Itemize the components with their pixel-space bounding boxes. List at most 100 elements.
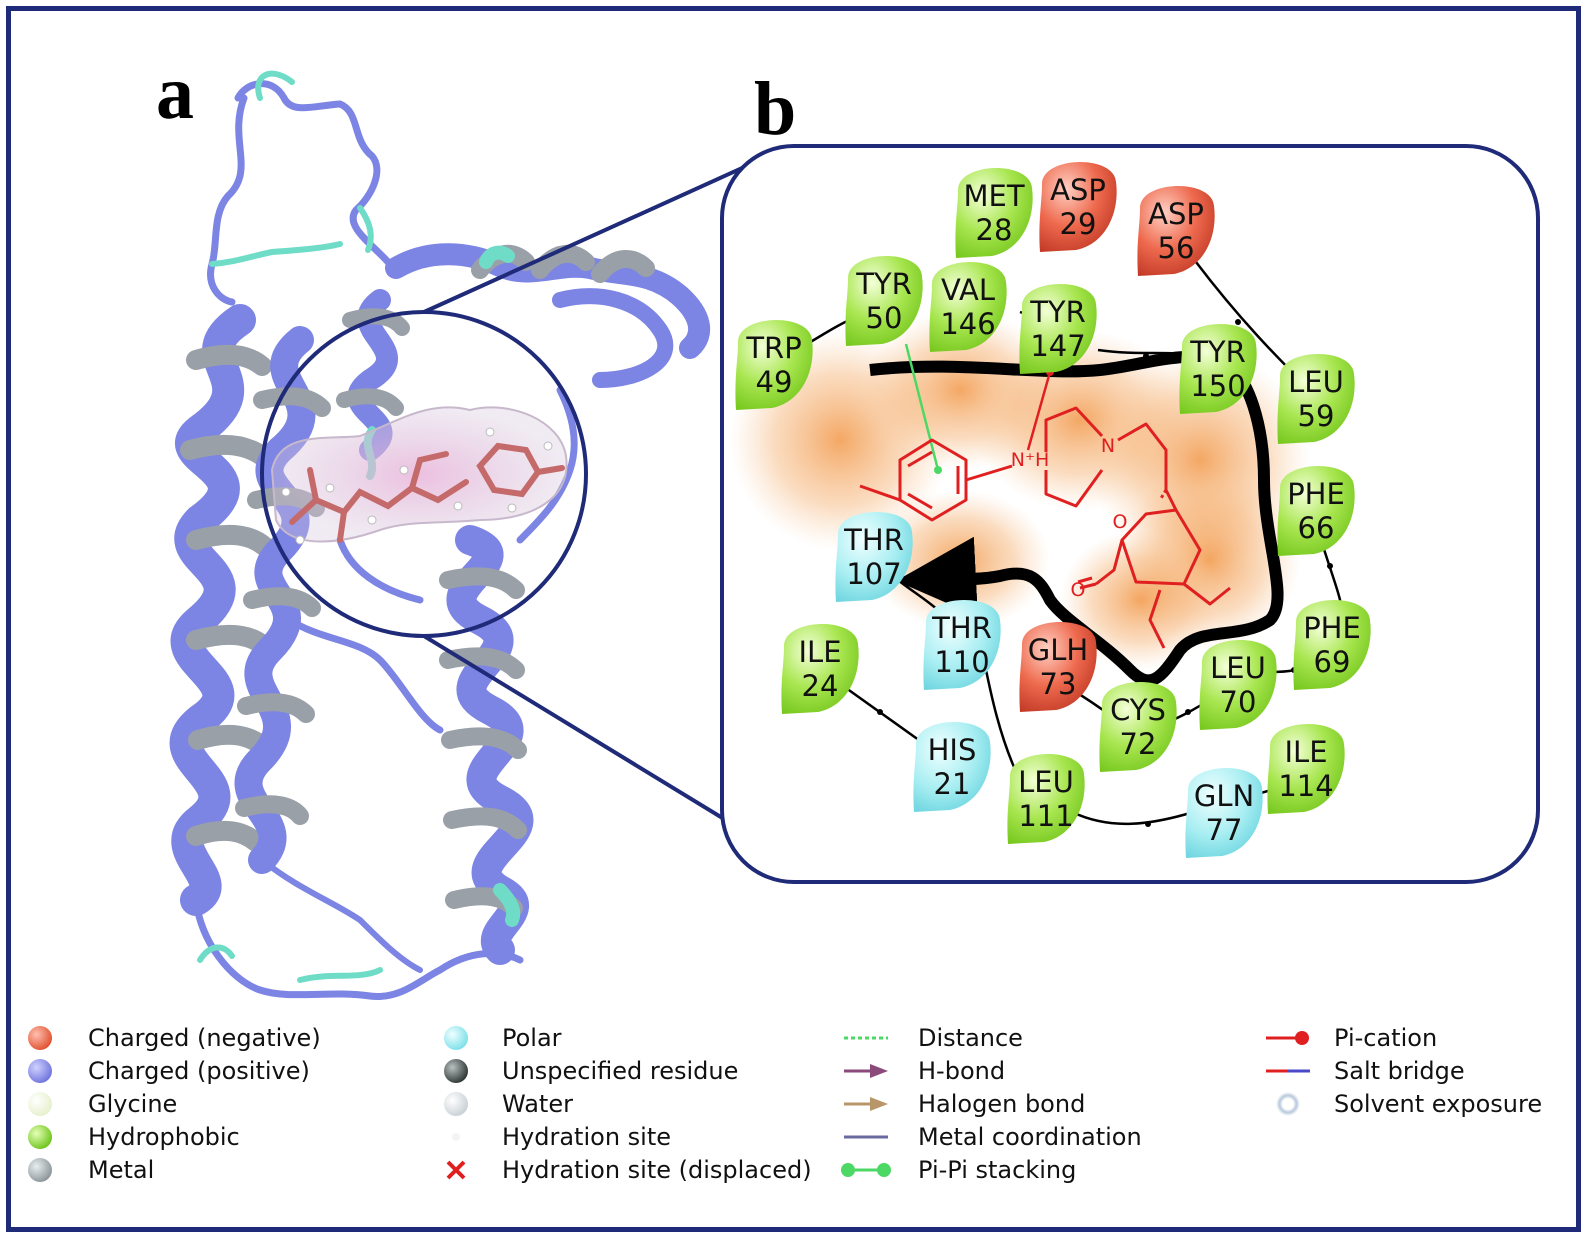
legend-label: Hydrophobic xyxy=(88,1123,240,1151)
panel-label-b: b xyxy=(754,67,796,151)
residue-number: 147 xyxy=(1030,329,1085,363)
legend-label: Metal coordination xyxy=(918,1123,1142,1151)
residue-drop xyxy=(1185,767,1263,858)
residue-number: 110 xyxy=(934,645,989,679)
residue-drop xyxy=(1293,599,1371,690)
residue-name: MET xyxy=(963,179,1024,213)
residue-drop xyxy=(1277,465,1355,556)
tan-arrow-icon xyxy=(844,1097,888,1111)
legend-label: Halogen bond xyxy=(918,1090,1085,1118)
green-dumbbell-icon xyxy=(841,1163,891,1177)
residue-number: 77 xyxy=(1206,813,1243,847)
red-lollipop-icon xyxy=(1266,1031,1309,1045)
pocket-outline xyxy=(869,350,1284,687)
metal-sphere-icon xyxy=(28,1158,52,1182)
atom-nh-plus: N⁺H xyxy=(1011,449,1050,471)
polar-sphere-icon xyxy=(444,1026,468,1050)
residue-drop xyxy=(1019,283,1097,374)
residue-number: 107 xyxy=(846,557,901,591)
residue-name: ILE xyxy=(798,635,841,669)
displaced-x-icon xyxy=(446,1160,466,1180)
residue-name: LEU xyxy=(1018,765,1074,799)
residue-name: HIS xyxy=(928,733,977,767)
panel-label-a: a xyxy=(156,51,194,135)
residue-number: 73 xyxy=(1040,667,1077,701)
residue-number: 150 xyxy=(1190,369,1245,403)
atom-n: N xyxy=(1101,435,1115,457)
residue-name: CYS xyxy=(1110,693,1166,727)
residue-name: THR xyxy=(931,611,992,645)
legend: Charged (negative)Charged (positive)Glyc… xyxy=(28,1024,1542,1184)
residue-name: ASP xyxy=(1148,197,1204,231)
residue-drop xyxy=(835,511,913,602)
residue-drop xyxy=(1099,681,1177,772)
purple-arrow-icon xyxy=(844,1064,888,1078)
atom-o-carbonyl: O xyxy=(1071,579,1086,601)
residue-drop xyxy=(845,255,923,346)
legend-label: Hydration site (displaced) xyxy=(502,1156,812,1184)
residue-drop xyxy=(735,319,813,410)
residue-drop xyxy=(1179,323,1257,414)
legend-label: Salt bridge xyxy=(1334,1057,1465,1085)
legend-label: Pi-Pi stacking xyxy=(918,1156,1076,1184)
zoom-line-bottom xyxy=(422,634,754,838)
legend-label: Pi-cation xyxy=(1334,1024,1437,1052)
residue-drop xyxy=(913,721,991,812)
residue-name: LEU xyxy=(1288,365,1344,399)
negative-sphere-icon xyxy=(28,1026,52,1050)
legend-label: Unspecified residue xyxy=(502,1057,738,1085)
residue-number: 72 xyxy=(1120,727,1157,761)
residue-number: 66 xyxy=(1298,511,1335,545)
hbond-arrow xyxy=(896,536,991,617)
residue-drop xyxy=(1137,185,1215,276)
residue-name: TYR xyxy=(1029,295,1086,329)
ligand-surface xyxy=(270,406,568,545)
ligand-stick-model xyxy=(289,442,565,543)
legend-label: Charged (positive) xyxy=(88,1057,310,1085)
protein-ribbon xyxy=(169,70,710,1000)
atom-o-ring: O xyxy=(1113,511,1128,533)
residue-name: GLH xyxy=(1028,633,1088,667)
residue-number: 56 xyxy=(1158,231,1195,265)
residue-drop xyxy=(1007,753,1085,844)
pi-pi-dot xyxy=(934,466,942,474)
residue-number: 111 xyxy=(1018,799,1073,833)
residue-name: TYR xyxy=(1189,335,1246,369)
residue-number: 50 xyxy=(866,301,903,335)
residue-number: 70 xyxy=(1220,685,1257,719)
residue-name: LEU xyxy=(1210,651,1266,685)
glycine-sphere-icon xyxy=(28,1092,52,1116)
residue-name: PHE xyxy=(1303,611,1361,645)
zoom-line-top xyxy=(423,148,783,314)
residue-name: THR xyxy=(843,523,904,557)
hydration-site-icon xyxy=(452,1133,460,1141)
residue-number: 49 xyxy=(756,365,793,399)
residue-drop xyxy=(1019,621,1097,712)
legend-label: Distance xyxy=(918,1024,1023,1052)
residue-drop xyxy=(1277,353,1355,444)
legend-label: H-bond xyxy=(918,1057,1005,1085)
residue-drop xyxy=(1267,723,1345,814)
residue-number: 69 xyxy=(1314,645,1351,679)
legend-label: Metal xyxy=(88,1156,154,1184)
residue-name: GLN xyxy=(1194,779,1254,813)
water-sphere-icon xyxy=(444,1092,468,1116)
